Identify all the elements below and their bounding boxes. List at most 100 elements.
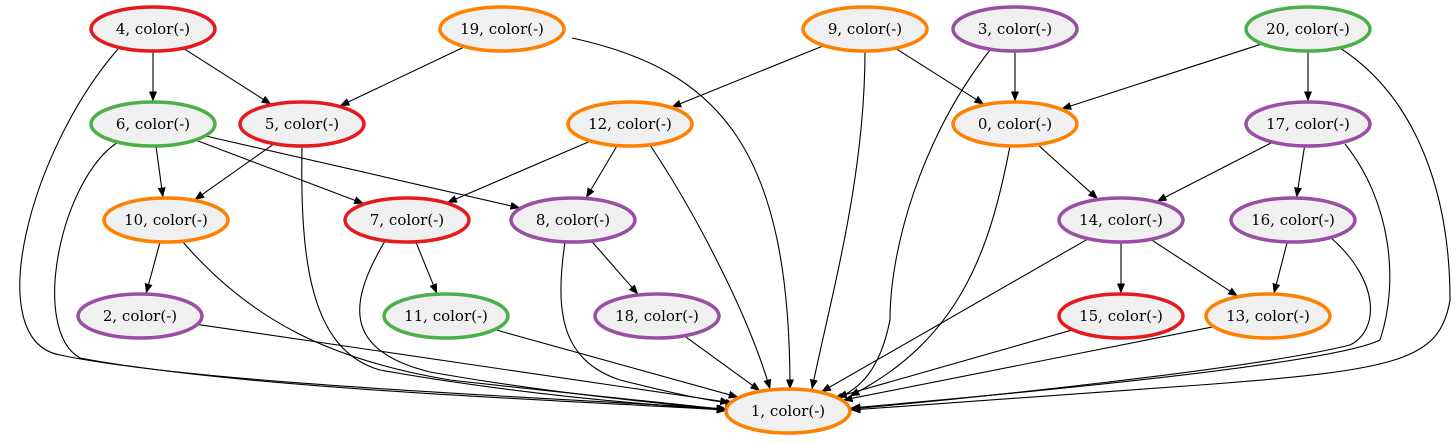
node-12[interactable]: 12, color(-) [566,100,694,148]
node-14-label: 14, color(-) [1079,211,1163,229]
edge-5-to-1 [301,145,728,414]
edge-4-to-5 [182,47,272,105]
node-5-label: 5, color(-) [265,115,339,133]
node-4-ellipse [89,5,217,53]
node-3-ellipse [951,5,1079,53]
node-17-ellipse [1244,100,1372,148]
edge-7-to-11 [415,241,438,294]
node-9-label: 9, color(-) [828,20,902,38]
node-15-ellipse [1057,292,1185,340]
node-16[interactable]: 16, color(-) [1229,196,1357,244]
node-13-label: 13, color(-) [1226,307,1310,325]
edge-12-to-7 [446,140,591,204]
edge-12-to-8 [585,145,618,199]
node-6-label: 6, color(-) [116,115,190,133]
edge-0-to-14 [1037,144,1098,200]
edge-13-to-1 [842,326,1215,403]
node-20[interactable]: 20, color(-) [1244,5,1372,53]
node-5-ellipse [238,100,366,148]
edge-5-to-10 [194,143,275,201]
node-19[interactable]: 19, color(-) [438,5,566,53]
node-0-ellipse [951,100,1079,148]
node-0[interactable]: 0, color(-) [951,100,1079,148]
edge-20-to-0 [1061,43,1263,110]
edge-17-to-1 [850,143,1391,412]
node-16-label: 16, color(-) [1251,211,1335,229]
node-10[interactable]: 10, color(-) [102,196,230,244]
node-9[interactable]: 9, color(-) [801,5,929,53]
node-11-ellipse [382,292,510,340]
edge-6-to-10 [155,145,166,198]
node-9-ellipse [801,5,929,53]
edge-16-to-13 [1272,241,1288,294]
node-6-ellipse [89,100,217,148]
edge-9-to-12 [671,44,825,108]
node-18[interactable]: 18, color(-) [593,292,721,340]
node-17-label: 17, color(-) [1266,115,1350,133]
edge-18-to-1 [683,335,761,392]
edge-17-to-14 [1156,141,1273,202]
node-layer: 4, color(-) 19, color(-) 9, color(-) 3, col… [76,5,1372,435]
edge-7-to-1 [359,240,729,413]
edge-4-to-1 [19,48,727,413]
node-20-label: 20, color(-) [1266,20,1350,38]
node-20-ellipse [1244,5,1372,53]
node-2-ellipse [76,292,204,340]
edge-19-to-5 [339,46,466,107]
edge-16-to-1 [850,236,1371,413]
node-3-label: 3, color(-) [978,20,1052,38]
node-10-ellipse [102,196,230,244]
edge-9-to-0 [895,47,985,105]
node-14[interactable]: 14, color(-) [1057,196,1185,244]
edge-19-to-1 [571,37,794,390]
edge-14-to-1 [821,238,1089,393]
node-15[interactable]: 15, color(-) [1057,292,1185,340]
node-7-ellipse [343,196,471,244]
node-5[interactable]: 5, color(-) [238,100,366,148]
node-4[interactable]: 4, color(-) [89,5,217,53]
node-7-label: 7, color(-) [370,211,444,229]
node-15-label: 15, color(-) [1079,307,1163,325]
node-7[interactable]: 7, color(-) [343,196,471,244]
node-17[interactable]: 17, color(-) [1244,100,1372,148]
node-11-label: 11, color(-) [404,307,488,325]
node-10-label: 10, color(-) [124,211,208,229]
node-16-ellipse [1229,196,1357,244]
edge-12-to-1 [649,144,772,390]
node-14-ellipse [1057,196,1185,244]
node-3[interactable]: 3, color(-) [951,5,1079,53]
node-8[interactable]: 8, color(-) [509,196,637,244]
edge-9-to-1 [809,50,866,390]
node-12-label: 12, color(-) [588,115,672,133]
node-1-label: 1, color(-) [751,402,825,420]
node-2[interactable]: 2, color(-) [76,292,204,340]
edge-0-to-1 [849,145,1011,397]
node-11[interactable]: 11, color(-) [382,292,510,340]
node-19-ellipse [438,5,566,53]
node-1-ellipse [724,387,852,435]
edge-20-to-1 [850,47,1451,414]
node-8-label: 8, color(-) [536,211,610,229]
node-18-ellipse [593,292,721,340]
node-13[interactable]: 13, color(-) [1204,292,1332,340]
edge-17-to-16 [1294,145,1306,198]
edge-6-to-8 [204,135,521,210]
edge-14-to-13 [1150,238,1239,297]
edge-11-to-1 [494,329,739,399]
node-12-ellipse [566,100,694,148]
edge-2-to-1 [197,323,731,406]
node-6[interactable]: 6, color(-) [89,100,217,148]
node-0-label: 0, color(-) [978,115,1052,133]
node-2-label: 2, color(-) [103,307,177,325]
edge-10-to-1 [181,240,729,413]
node-8-ellipse [509,196,637,244]
node-19-label: 19, color(-) [460,20,544,38]
edge-6-to-1 [54,141,727,414]
node-1[interactable]: 1, color(-) [724,387,852,435]
edge-8-to-18 [590,240,639,295]
node-13-ellipse [1204,292,1332,340]
edge-6-to-7 [195,139,365,205]
edge-10-to-2 [144,241,161,294]
edge-15-to-1 [836,329,1073,399]
